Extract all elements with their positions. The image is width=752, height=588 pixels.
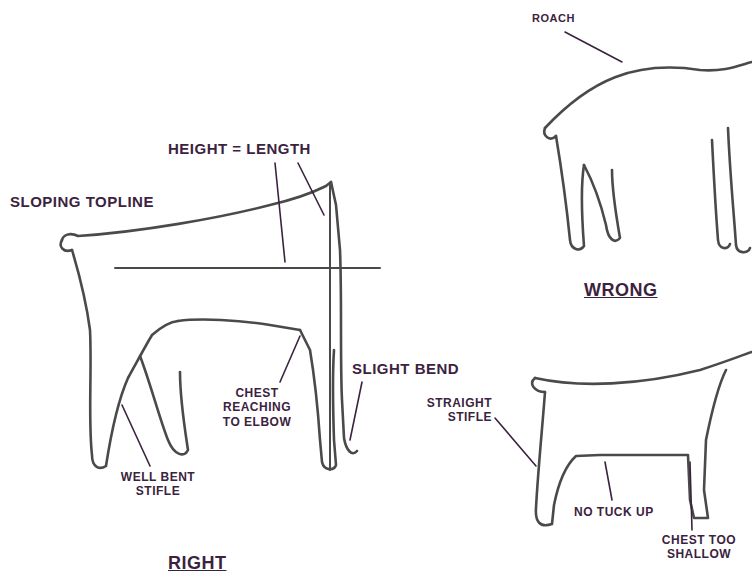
dimension-label: HEIGHT = LENGTH — [168, 140, 311, 158]
verdict-heading: RIGHT — [168, 553, 227, 575]
verdict-heading: WRONG — [584, 280, 658, 302]
fault-label: STRAIGHT STIFLE — [412, 396, 492, 425]
fault-label: CHEST TOO SHALLOW — [650, 533, 748, 562]
measure-lines — [115, 185, 380, 470]
correct-dog-outline — [61, 182, 357, 469]
feature-label: SLOPING TOPLINE — [10, 193, 154, 211]
feature-label: CHEST REACHING TO ELBOW — [214, 386, 300, 429]
leader-lines — [122, 163, 362, 466]
shallow-dog-outline — [495, 352, 752, 530]
feature-label: SLIGHT BEND — [352, 360, 459, 378]
roach-dog-outline — [544, 32, 752, 252]
feature-label: WELL BENT STIFLE — [116, 470, 200, 499]
wrong-callout: ROACH — [532, 12, 575, 25]
fault-label: NO TUCK UP — [574, 505, 654, 519]
